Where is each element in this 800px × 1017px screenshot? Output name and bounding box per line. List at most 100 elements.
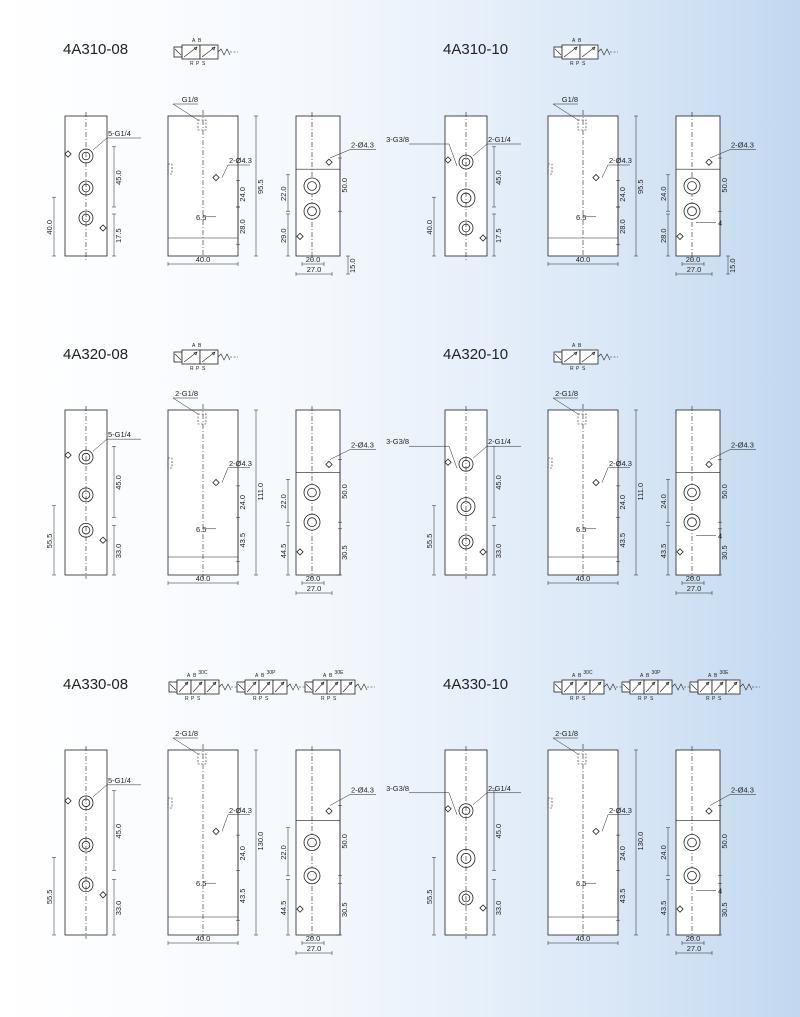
front-view: 2-G1/43-G3/8 [386, 746, 521, 939]
side-mid-dim: 24.0 [618, 187, 627, 202]
end-upper-dim: 24.0 [659, 845, 668, 860]
end-port-circle-inner [307, 871, 317, 881]
end-mount-hole-icon [676, 905, 684, 913]
front-port-pitch-dim: 45.0 [114, 824, 123, 839]
end-mount-hole-icon [705, 807, 713, 815]
front-height-dim: 55.5 [425, 890, 434, 905]
side-notch [547, 163, 553, 175]
end-upper-dim: 24.0 [659, 186, 668, 201]
symbol-port-s: S [582, 366, 586, 372]
front-lower-dim: 17.5 [114, 228, 123, 243]
end-mount-hole-icon [676, 232, 684, 241]
symbol-port-p: P [327, 696, 331, 702]
symbol-port-r: R [185, 696, 189, 702]
symbol-port-s: S [582, 61, 586, 67]
hole-callout: 2-Ø4.3 [731, 141, 754, 150]
symbol-port-a: A [192, 38, 196, 44]
arrow-head [591, 351, 596, 356]
end-port-circle-inner [307, 517, 317, 527]
side-hole-icon [212, 173, 220, 182]
end-port-circle-inner [687, 181, 697, 191]
return-spring-icon [603, 683, 617, 691]
arrow-head [651, 681, 656, 686]
front-port-pitch-dim: 45.0 [494, 824, 503, 839]
symbol-port-s: S [333, 696, 337, 702]
front-port-pitch-dim: 45.0 [494, 170, 503, 185]
top-port-callout: 2-G1/8 [175, 389, 198, 398]
mount-hole-icon [64, 150, 72, 158]
hole-callout-leader [709, 149, 756, 159]
front-lower-dim: 33.0 [114, 901, 123, 916]
end-port-circle-inner [687, 837, 697, 848]
port-callout: 2-G1/4 [488, 784, 511, 793]
front-height-dim: 40.0 [425, 220, 434, 235]
end-27-dim: 27.0 [687, 944, 702, 953]
end-mount-hole-icon [325, 460, 333, 469]
top-port-callout: 2-G1/8 [175, 729, 198, 738]
model-title: 4A310-08 [63, 41, 128, 58]
solenoid-hatch [622, 683, 630, 691]
return-spring-icon [218, 683, 232, 691]
side-hole-callout-leader [601, 467, 630, 483]
end-port-circle-inner [687, 206, 697, 216]
top-port-callout: 2-G1/8 [555, 729, 578, 738]
symbol-type-label: 30P [652, 670, 662, 676]
side-total-height-dim: 95.5 [636, 179, 645, 194]
end-base-dim: 30.5 [720, 545, 729, 560]
symbol-type-label: 30E [335, 670, 345, 676]
front-height-dim: 55.5 [45, 534, 54, 549]
side-width-dim: 40.0 [576, 934, 591, 943]
side-view [167, 404, 239, 579]
side-65-dim: 6.5 [196, 213, 206, 222]
port3-callout: 3-G3/8 [386, 135, 409, 144]
arrow-head [211, 351, 216, 356]
mount-hole-icon [99, 224, 107, 232]
side-hole-icon [592, 478, 600, 487]
end-port-circle-inner [687, 871, 697, 881]
valve-position-box [181, 349, 201, 365]
symbol-port-s: S [582, 696, 586, 702]
side-view [547, 404, 619, 579]
symbol-port-s: S [650, 696, 654, 702]
flow-arrow-icon [192, 681, 203, 693]
mount-hole-icon [479, 234, 487, 242]
flow-arrow-icon [260, 681, 271, 693]
front-lower-dim: 33.0 [114, 544, 123, 559]
side-mid-dim: 24.0 [618, 495, 627, 510]
port3-callout-leader [409, 445, 458, 469]
mount-hole-icon [479, 904, 487, 912]
end-27-dim: 27.0 [687, 584, 702, 593]
side-notch [547, 457, 553, 469]
port-callout: 2-G1/4 [488, 437, 511, 446]
side-notch [167, 163, 173, 175]
symbol-port-a: A [572, 343, 576, 349]
port3-callout: 3-G3/8 [386, 437, 409, 446]
side-hole-icon [592, 173, 600, 182]
hole-callout: 2-Ø4.3 [731, 441, 754, 450]
port-callout-leader [472, 143, 521, 157]
side-mid-dim: 24.0 [618, 846, 627, 861]
front-view: 5-G1/4 [64, 112, 141, 260]
end-view: 2-Ø4.3 [295, 406, 376, 579]
end-view: 2-Ø4.3 [295, 112, 376, 260]
side-hole-icon [212, 478, 220, 487]
symbol-port-p: P [259, 696, 263, 702]
arrow-head [637, 681, 642, 686]
model-title: 4A330-08 [63, 676, 128, 693]
side-65-dim: 6.5 [576, 525, 586, 534]
front-view: 2-G1/43-G3/8 [386, 112, 521, 260]
port-callout-leader [472, 792, 521, 805]
arrow-head [320, 681, 325, 686]
end-pitch-dim: 50.0 [720, 484, 729, 499]
end-lower-dim: 43.5 [659, 901, 668, 916]
arrow-head [212, 681, 217, 686]
side-mid-dim: 24.0 [238, 187, 247, 202]
flow-arrow-icon [645, 681, 656, 693]
flow-arrow-icon [577, 681, 588, 693]
symbol-port-b: B [193, 673, 197, 679]
end-port-circle-inner [687, 487, 697, 498]
end-20-dim: 20.0 [306, 574, 321, 583]
